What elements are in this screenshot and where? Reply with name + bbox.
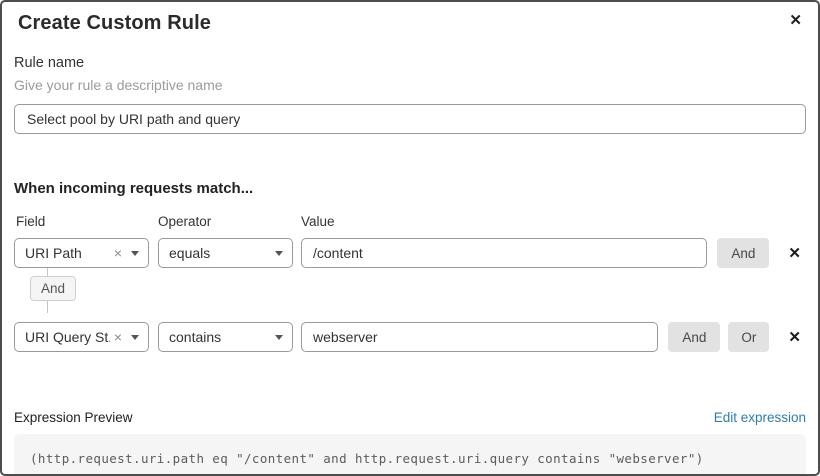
rule-name-input[interactable]	[14, 104, 806, 134]
value-input[interactable]	[301, 238, 708, 268]
expression-code: (http.request.uri.path eq "/content" and…	[14, 434, 806, 474]
field-select[interactable]: URI Path ×	[14, 238, 149, 268]
value-input[interactable]	[301, 322, 659, 352]
expression-preview-header: Expression Preview Edit expression	[14, 410, 806, 425]
expression-preview-label: Expression Preview	[14, 410, 133, 425]
operator-select-value: contains	[169, 329, 222, 345]
chevron-down-icon	[131, 250, 139, 256]
value-column-label: Value	[301, 214, 335, 229]
field-select-value: URI Path	[25, 245, 82, 261]
rule-name-label: Rule name	[14, 55, 85, 71]
dialog-header: Create Custom Rule ✕	[2, 2, 818, 35]
match-section-heading: When incoming requests match...	[14, 180, 254, 197]
operator-select[interactable]: contains	[158, 322, 293, 352]
close-icon[interactable]: ✕	[785, 9, 806, 32]
page-title: Create Custom Rule	[18, 12, 211, 34]
column-labels: Field Operator Value	[14, 214, 806, 229]
field-select[interactable]: URI Query St... ×	[14, 322, 149, 352]
chevron-down-icon	[131, 334, 139, 340]
clear-field-icon[interactable]: ×	[113, 329, 122, 345]
remove-row-icon[interactable]: ✕	[788, 244, 801, 262]
rule-name-helper: Give your rule a descriptive name	[14, 77, 223, 93]
operator-column-label: Operator	[158, 214, 212, 229]
field-column-label: Field	[16, 214, 46, 229]
add-or-condition-button[interactable]: Or	[728, 322, 770, 352]
operator-select-value: equals	[169, 245, 211, 261]
field-select-value: URI Query St...	[25, 329, 110, 345]
rule-condition-row: URI Query St... × contains And Or ✕	[14, 322, 806, 352]
clear-field-icon[interactable]: ×	[113, 245, 122, 261]
chevron-down-icon	[275, 250, 283, 256]
add-and-condition-button[interactable]: And	[668, 322, 721, 352]
dialog-content: Rule name Give your rule a descriptive n…	[2, 55, 818, 474]
operator-select[interactable]: equals	[158, 238, 293, 268]
and-connector-badge: And	[30, 276, 77, 301]
edit-expression-link[interactable]: Edit expression	[713, 410, 806, 425]
add-and-condition-button[interactable]: And	[717, 238, 770, 268]
chevron-down-icon	[275, 334, 283, 340]
condition-connector: And	[14, 268, 806, 313]
rule-condition-row: URI Path × equals And ✕	[14, 238, 806, 268]
remove-row-icon[interactable]: ✕	[788, 328, 801, 346]
